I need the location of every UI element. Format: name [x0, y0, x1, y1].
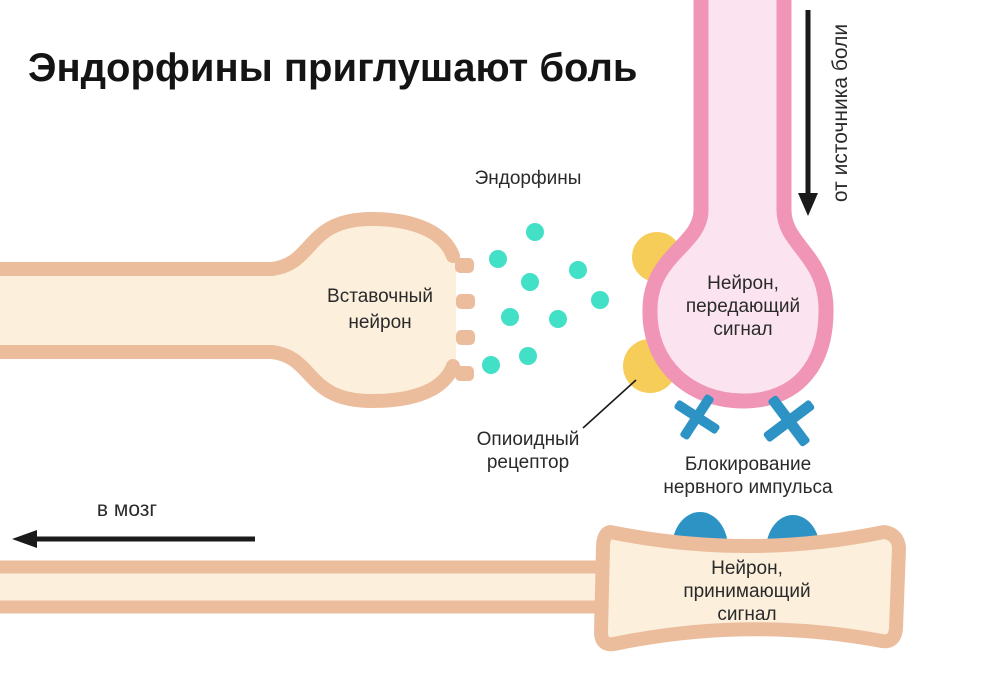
membrane-dash — [456, 294, 475, 309]
endorphin-dot — [591, 291, 609, 309]
receiving-neuron-body — [594, 525, 906, 652]
interneuron-outline-bottom — [0, 345, 460, 409]
arrow-to-brain — [12, 530, 255, 548]
x-bar — [680, 394, 714, 440]
arrow-head — [12, 530, 37, 548]
receiving-neuron-axon — [0, 560, 619, 614]
blocked-channel-x-right — [763, 395, 815, 447]
arrow-head — [798, 193, 818, 216]
endorphin-dot — [501, 308, 519, 326]
interneuron-body-fill — [0, 219, 456, 401]
endorphin-dot — [526, 223, 544, 241]
membrane-dash — [455, 366, 474, 381]
membrane-dashes — [455, 258, 475, 381]
endorphin-dot — [482, 356, 500, 374]
endorphin-dot — [549, 310, 567, 328]
opioid-receptor-pointer-line — [582, 379, 637, 429]
blocked-channel-x-left — [674, 394, 720, 440]
endorphin-dot — [489, 250, 507, 268]
membrane-dash — [455, 258, 474, 273]
arrow-from-pain-source — [798, 10, 818, 216]
interneuron-outline-top — [0, 211, 460, 276]
endorphin-dot — [569, 261, 587, 279]
endorphin-dot — [519, 347, 537, 365]
endorphin-dots — [482, 223, 609, 374]
endorphin-dot — [521, 273, 539, 291]
x-bar — [763, 400, 815, 442]
transmitting-neuron-body — [642, 0, 834, 409]
membrane-dash — [456, 330, 475, 345]
